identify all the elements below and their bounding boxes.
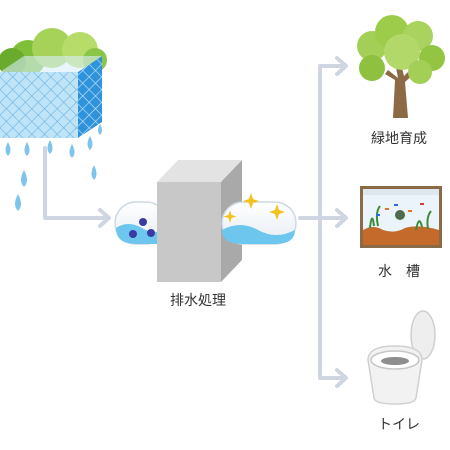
arrow-drain-to-process — [43, 146, 110, 220]
sparkle-icon — [243, 193, 259, 209]
particle — [147, 229, 155, 237]
sparkle-icon — [223, 210, 237, 223]
aquarium-icon — [360, 186, 442, 248]
sparkle-icon — [269, 204, 285, 220]
label-greening: 緑地育成 — [371, 131, 427, 147]
particle — [139, 218, 147, 226]
tree-icon — [357, 15, 445, 118]
clean-pipe-icon — [221, 193, 297, 245]
arrowhead-process — [98, 208, 111, 228]
label-tank: 水 槽 — [378, 264, 420, 280]
arrowhead-tank — [335, 208, 348, 228]
vegetable-crate-icon — [0, 28, 107, 138]
toilet-icon — [367, 310, 436, 405]
particle — [129, 230, 137, 238]
flow-arrows — [43, 56, 348, 388]
label-process: 排水処理 — [170, 293, 226, 309]
water-drop-icon — [5, 124, 102, 211]
arrowhead-toilet — [335, 368, 348, 388]
arrowhead-greening — [335, 56, 348, 76]
label-toilet: トイレ — [378, 417, 420, 433]
